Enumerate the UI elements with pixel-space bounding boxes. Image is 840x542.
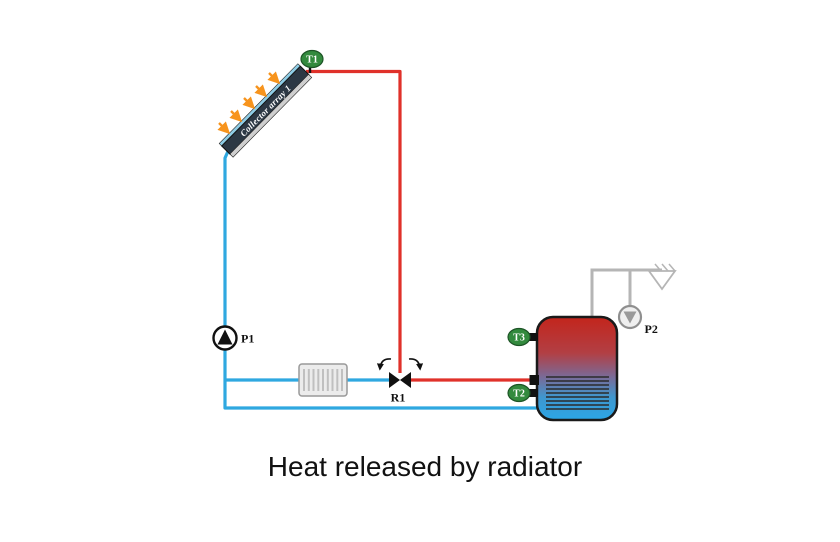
radiator-fins [303, 369, 343, 391]
sun-ray-arrow [242, 96, 256, 110]
sensor-t2-body [507, 383, 531, 403]
expansion-pipe [590, 268, 662, 318]
sensor-t1: T1 [300, 49, 324, 69]
valve-r1-label: R1 [391, 391, 406, 405]
open-vent-symbol [647, 270, 677, 291]
valve-left-cone [389, 372, 400, 388]
pump-p1: P1 [212, 325, 254, 351]
valve-arrow-left-icon [376, 358, 392, 371]
sun-ray-arrow [229, 109, 243, 123]
sensor-t3: T3 [507, 327, 531, 347]
sensor-t1-label: T1 [306, 55, 318, 66]
pump-p2-impeller-icon [623, 311, 637, 324]
sun-ray-arrow [217, 121, 231, 135]
sensor-t2: T2 [507, 383, 531, 403]
sensor-t2-label: T2 [513, 389, 525, 400]
valve-r1: R1 [376, 358, 424, 405]
sensor-t1-body [300, 49, 324, 69]
collector-frame-edge [229, 73, 313, 158]
diagram-caption: Heat released by radiator [268, 451, 582, 482]
heat-exchanger-coil [546, 376, 609, 410]
hot-pipe-collector-to-valve [306, 69, 402, 373]
sensor-t2-stub [527, 389, 538, 397]
secondary-loop [590, 263, 677, 318]
pump-p1-label: P1 [241, 332, 254, 346]
sun-ray-arrow [254, 84, 268, 98]
valve-arrow-right-icon [408, 358, 424, 371]
sensor-t3-body [507, 327, 531, 347]
sun-ray-arrow [267, 71, 281, 85]
exchanger-inlet-stub [529, 375, 539, 385]
storage-tank [527, 315, 619, 422]
pump-p1-impeller-icon [217, 329, 233, 345]
pump-p2: P2 [617, 304, 658, 336]
tank-body [535, 315, 619, 422]
sensor-t3-label: T3 [513, 333, 525, 344]
sun-rays [217, 71, 281, 135]
pump-p2-label: P2 [645, 322, 658, 336]
vent-hatching-icon [654, 263, 676, 272]
valve-right-cone [400, 372, 411, 388]
radiator [298, 363, 348, 397]
sensor-t3-stub [527, 333, 538, 341]
